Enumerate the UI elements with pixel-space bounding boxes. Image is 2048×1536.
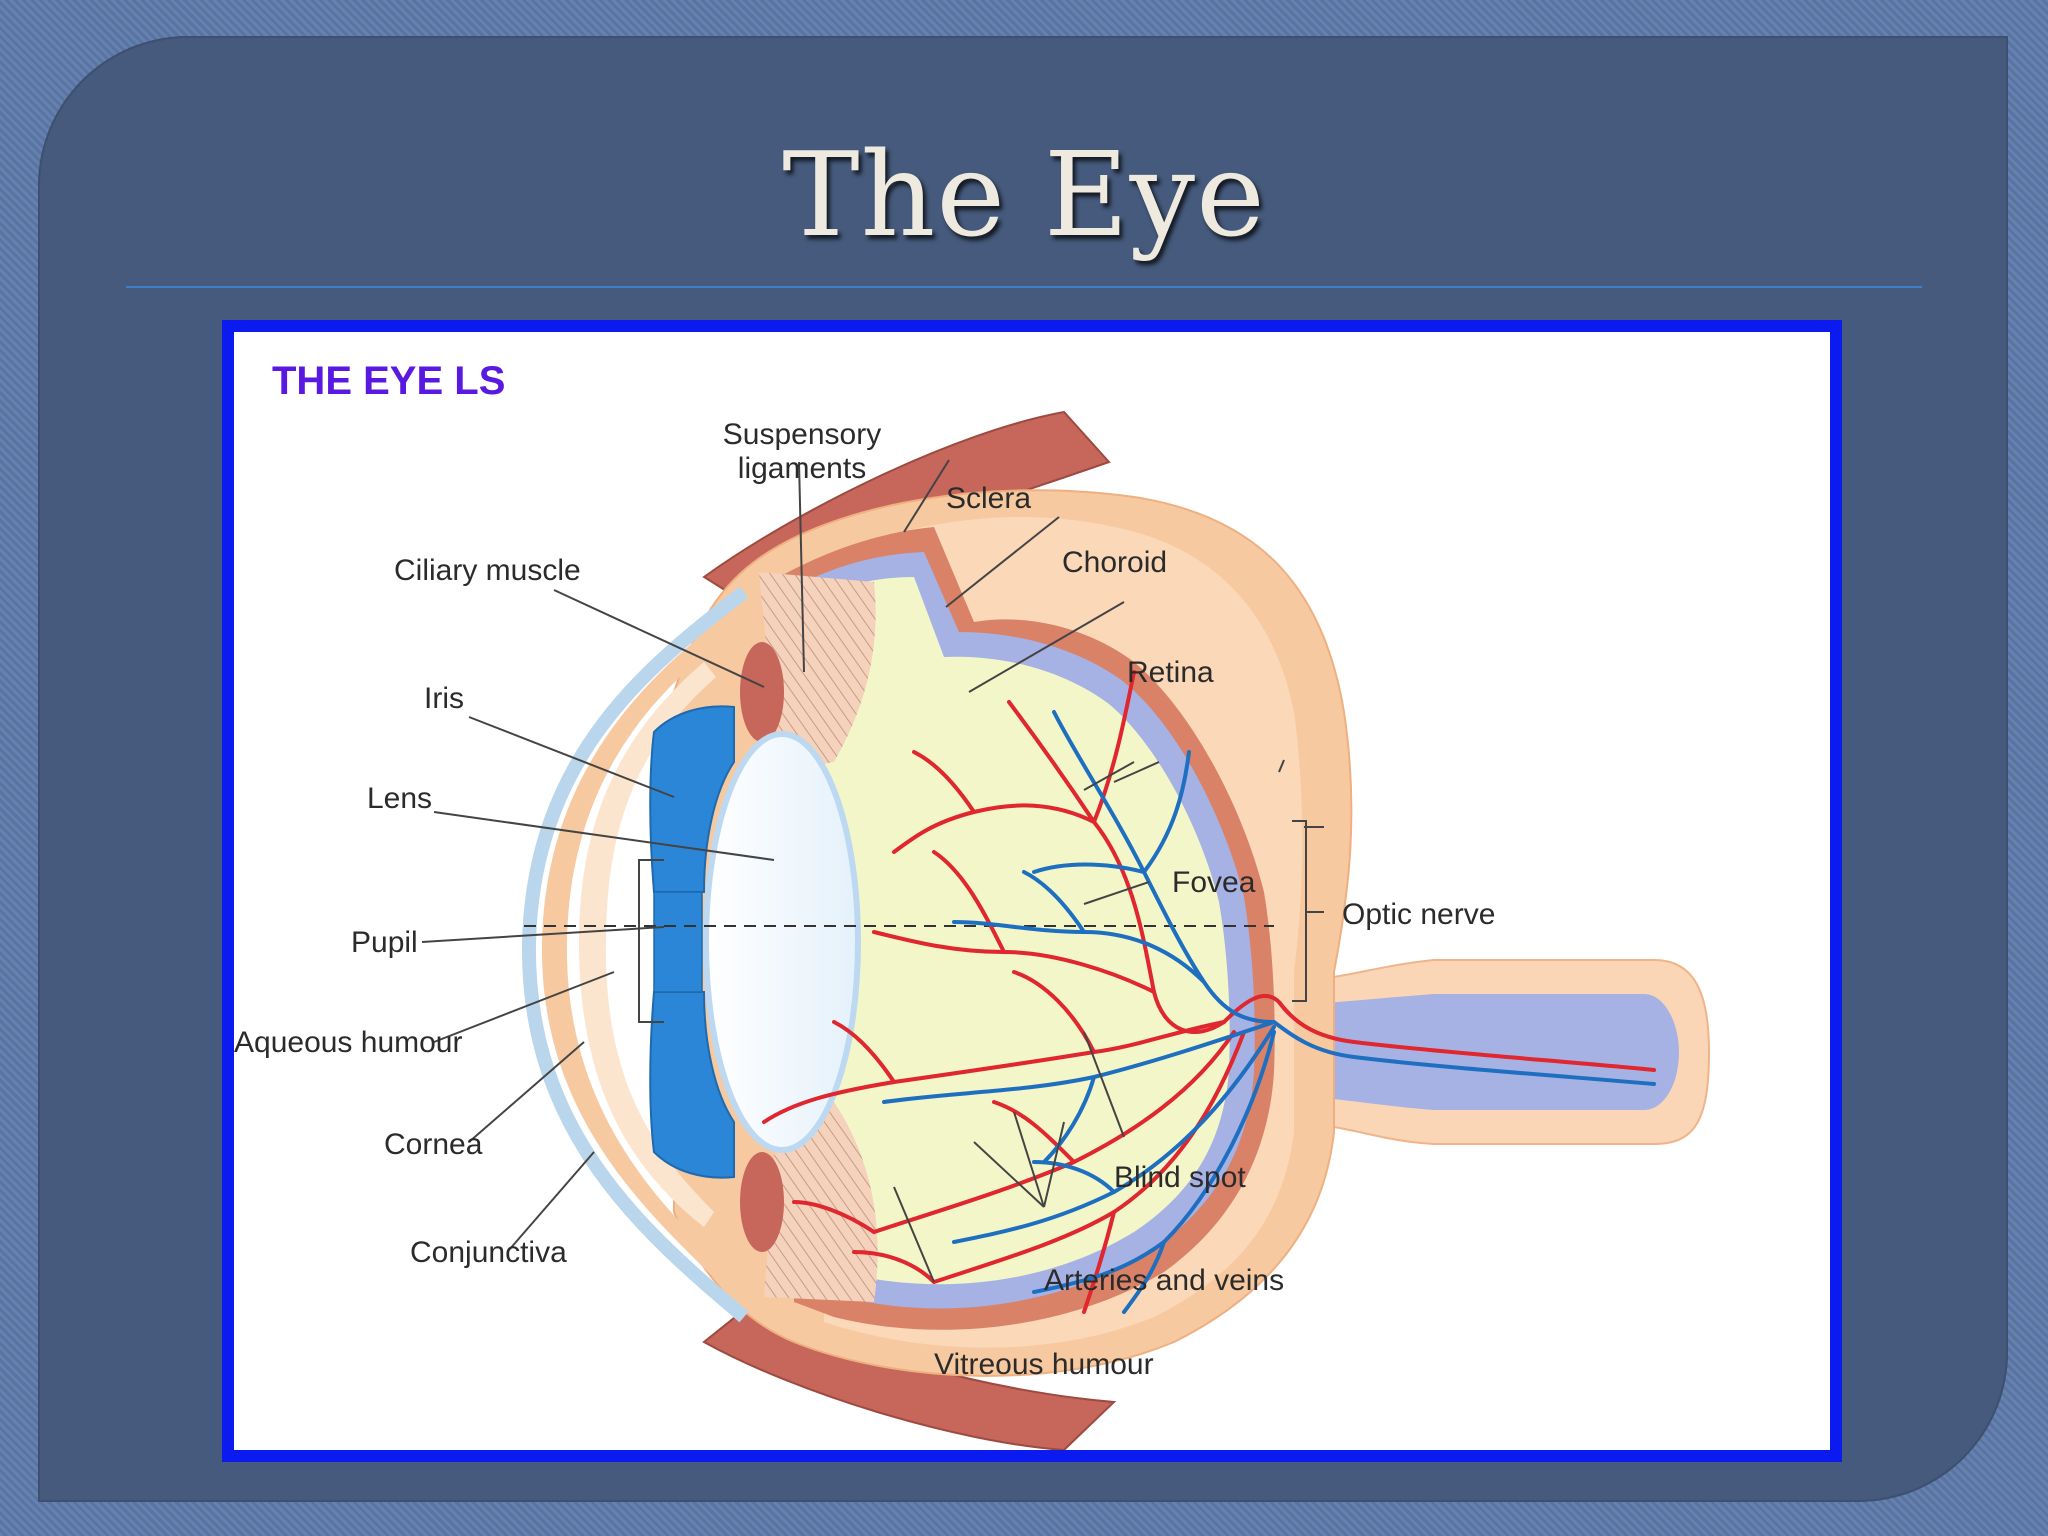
label-pupil: Pupil (351, 926, 418, 959)
eye-diagram-panel: THE EYE LS (222, 320, 1842, 1462)
ciliary-muscle-lower (740, 1152, 784, 1252)
leader-lines (421, 459, 1324, 1283)
title-divider (126, 286, 1922, 288)
label-retina: Retina (1127, 656, 1214, 689)
label-fovea: Fovea (1172, 866, 1256, 899)
label-lens: Lens (367, 782, 432, 815)
slide-title: The Eye (782, 128, 1266, 263)
label-optic-nerve: Optic nerve (1342, 898, 1495, 931)
label-vitreous-humour: Vitreous humour (934, 1348, 1154, 1381)
cornea (541, 602, 756, 1307)
label-blind-spot: Blind spot (1114, 1161, 1246, 1194)
label-iris: Iris (424, 682, 464, 715)
label-arteries-and-veins: Arteries and veins (1044, 1264, 1284, 1297)
eye-diagram: THE EYE LS (234, 359, 1711, 1450)
lens (703, 731, 861, 1153)
conjunctiva (521, 586, 749, 1323)
diagram-heading: THE EYE LS (272, 359, 505, 403)
iris-lower (649, 991, 735, 1179)
pupil (653, 891, 703, 993)
optic-nerve-core (1314, 994, 1679, 1110)
label-cornea: Cornea (384, 1128, 483, 1161)
ciliary-muscle-upper (740, 642, 784, 742)
label-ciliary-muscle: Ciliary muscle (394, 554, 581, 587)
veins (882, 710, 1656, 1314)
label-conjunctiva: Conjunctiva (410, 1236, 567, 1269)
suspensory-ligaments-upper (759, 572, 876, 772)
pupil-bracket (638, 859, 664, 1023)
arteries (762, 670, 1656, 1314)
aqueous-humour (579, 662, 716, 1227)
label-aqueous-humour: Aqueous humour (234, 1026, 463, 1059)
label-sclera: Sclera (946, 482, 1031, 515)
label-suspensory-line2: ligaments (738, 452, 866, 485)
label-suspensory-line1: Suspensory (723, 418, 881, 451)
label-choroid: Choroid (1062, 546, 1167, 579)
